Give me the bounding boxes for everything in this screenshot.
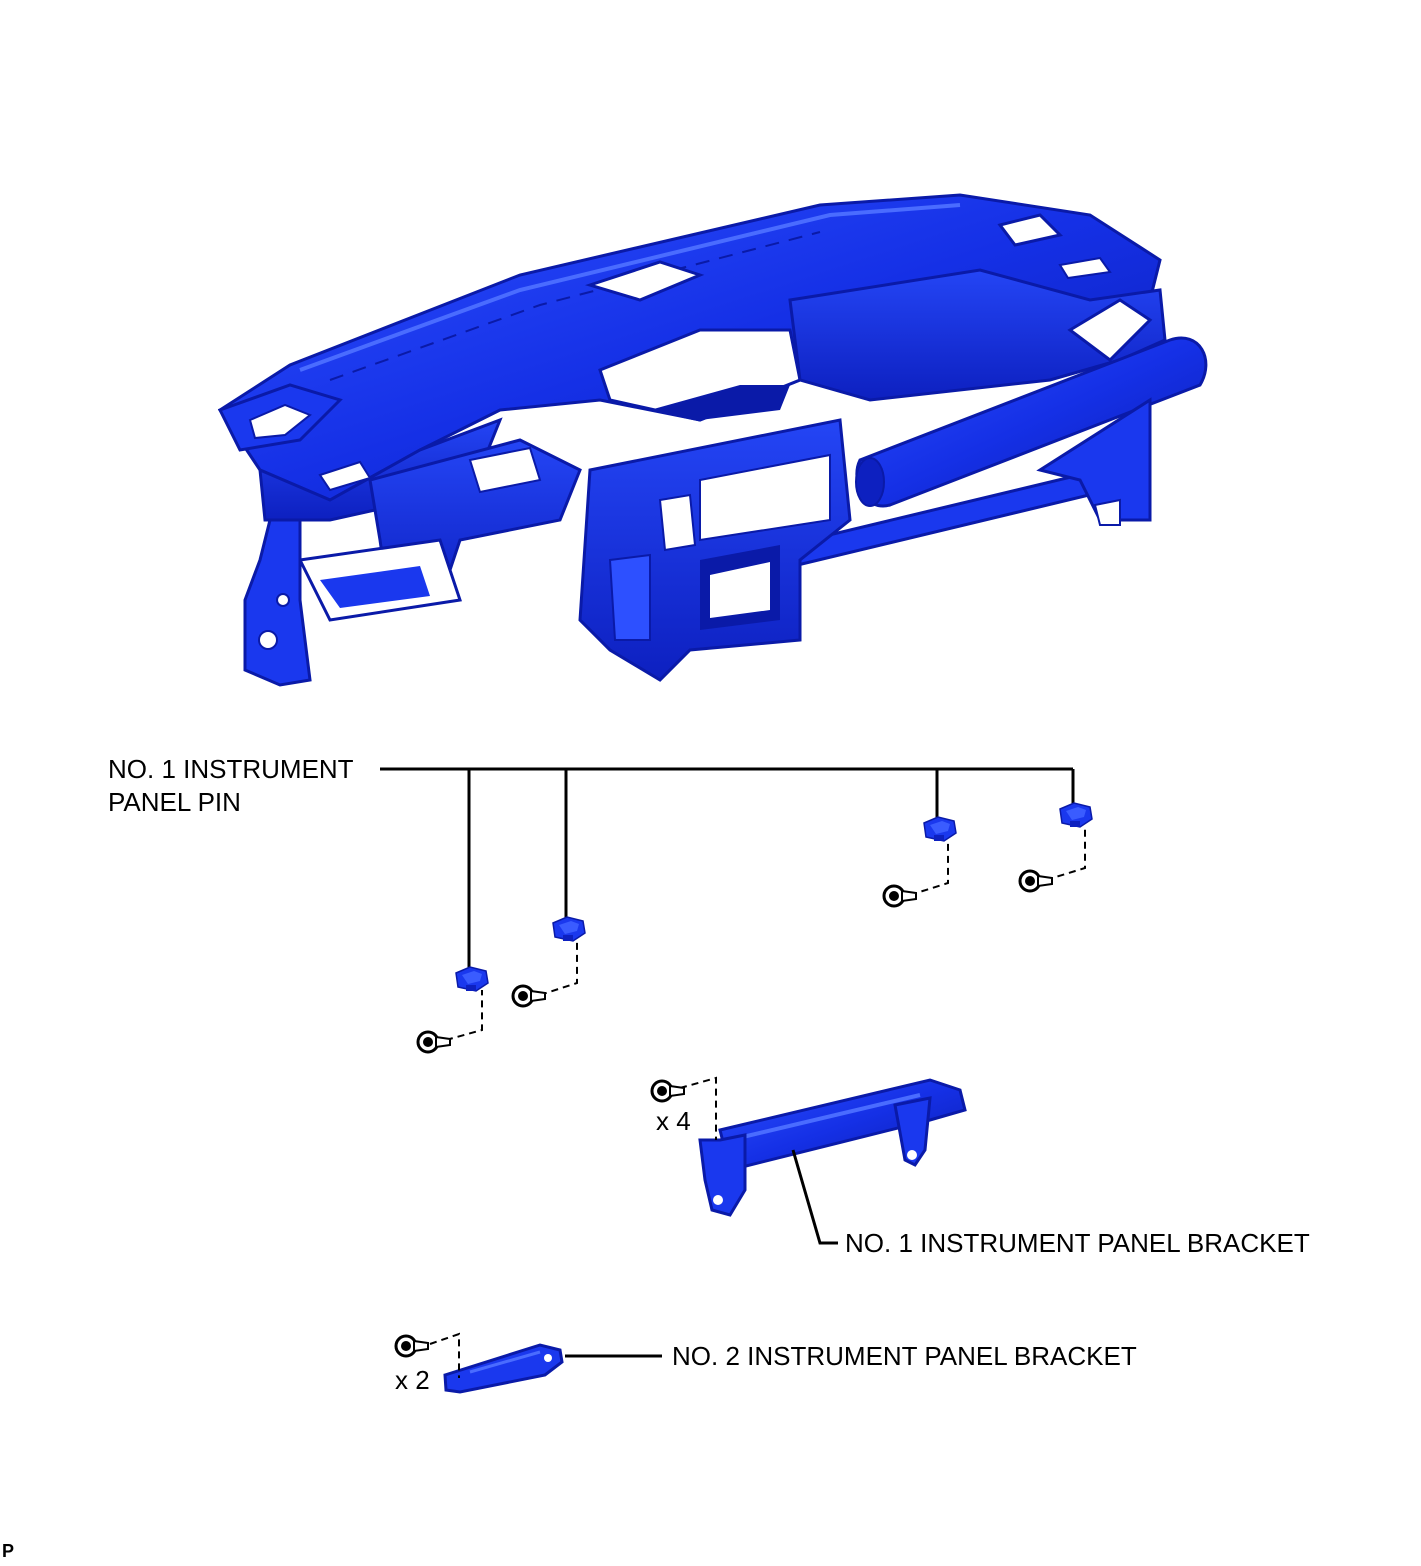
pin-leader-lines (380, 767, 1075, 968)
screw-icon (394, 1334, 430, 1358)
screw-icon (650, 1079, 686, 1103)
bracket1-screw-guide (679, 1076, 717, 1140)
pin-label-line2: PANEL PIN (108, 787, 241, 817)
pin-label-line1: NO. 1 INSTRUMENT (108, 754, 354, 784)
pin-screw-guides (445, 826, 1086, 1041)
instrument-panel-pin-3 (923, 816, 957, 842)
bracket1-quantity: x 4 (656, 1106, 691, 1136)
screw-icon (882, 884, 918, 908)
screw-icon (416, 1030, 452, 1054)
bracket1-leader-line (791, 1149, 838, 1245)
no1-instrument-panel-bracket (698, 1078, 967, 1217)
instrument-panel-assembly (217, 193, 1208, 687)
bracket2-quantity: x 2 (395, 1365, 430, 1395)
no2-instrument-panel-bracket (443, 1343, 564, 1394)
bracket1-label: NO. 1 INSTRUMENT PANEL BRACKET (845, 1228, 1310, 1258)
screw-icon (511, 984, 547, 1008)
instrument-panel-pin-1 (455, 966, 489, 992)
bracket2-screw-guide (429, 1332, 460, 1378)
instrument-panel-pin-4 (1059, 802, 1093, 828)
bracket2-label: NO. 2 INSTRUMENT PANEL BRACKET (672, 1341, 1137, 1371)
instrument-panel-pin-2 (552, 916, 586, 942)
footer-code: P (2, 1541, 15, 1561)
screw-icon (1018, 869, 1054, 893)
